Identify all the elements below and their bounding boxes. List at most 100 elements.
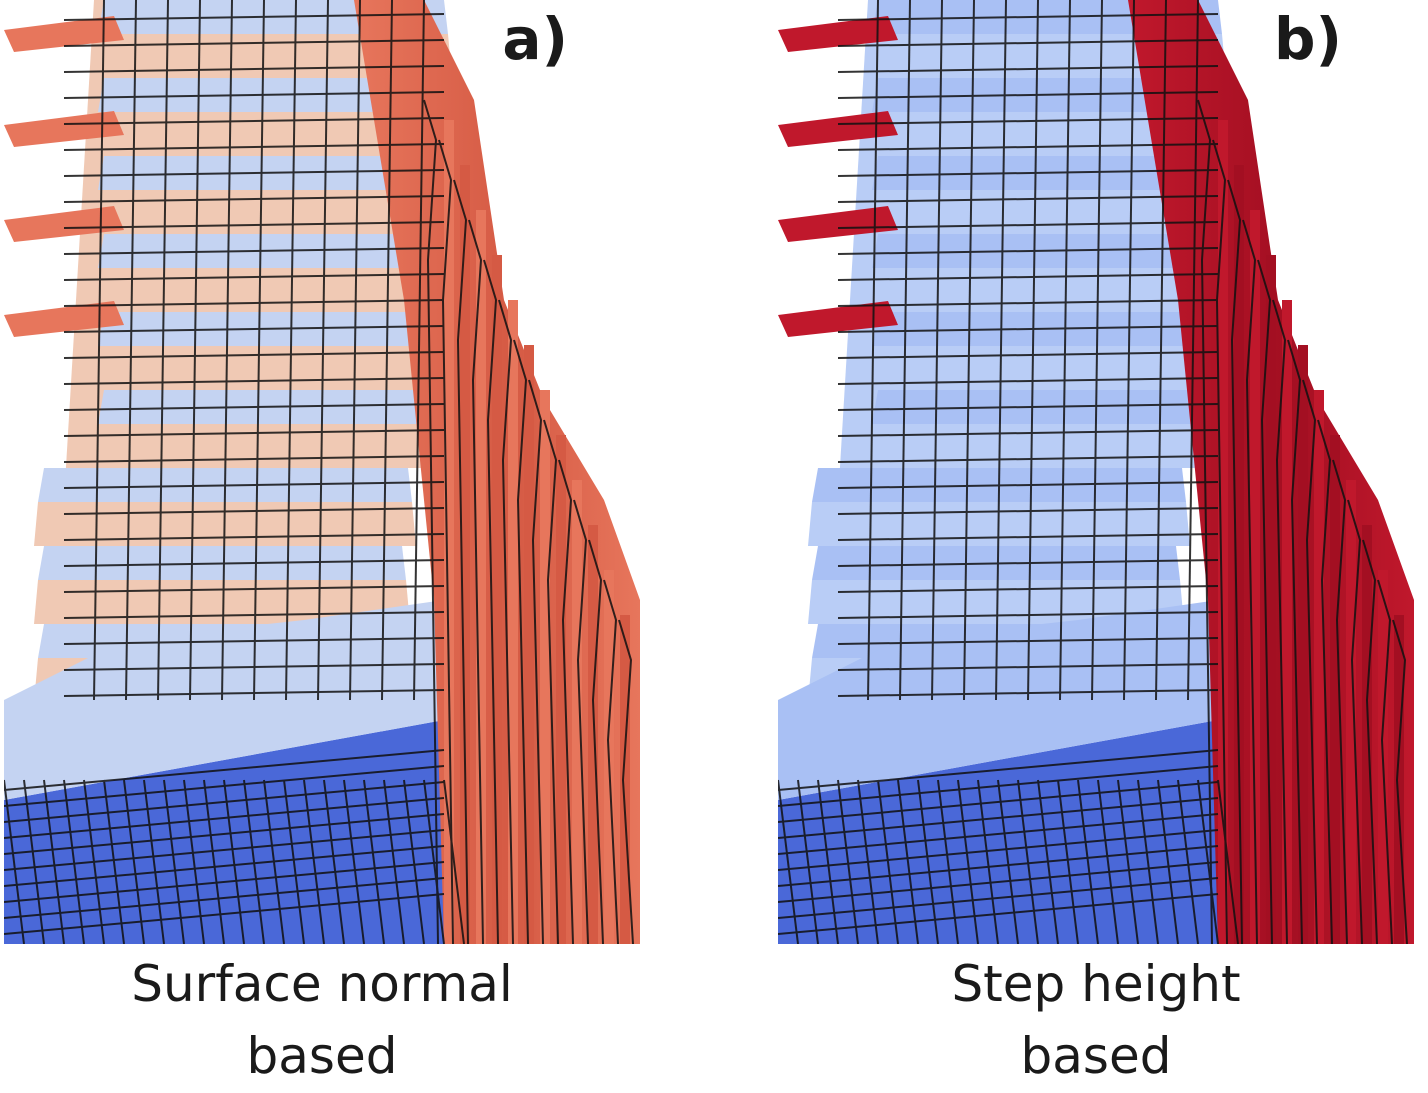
mesh-line-horizontal [63,507,445,515]
wall-slab [1266,255,1276,944]
wall-slab [1282,300,1292,944]
floor-mesh-vertical [837,779,859,944]
floor-mesh-vertical [1177,779,1199,944]
mesh-line-horizontal [837,169,1219,177]
floor-mesh-horizontal [4,893,445,935]
railing-bracket [778,301,898,337]
wall-mesh-line [1317,419,1333,944]
railing-bracket [4,111,124,147]
floor-mesh-vertical [797,779,819,944]
mesh-line-horizontal [837,39,1219,47]
wall-slab [492,255,502,944]
mesh-line-horizontal [837,247,1219,255]
surface-normal-render [4,0,640,944]
mesh-grid [4,0,634,944]
caption-b: Step height based [778,948,1414,1092]
mesh-line-horizontal [837,143,1219,151]
mesh-line-horizontal [837,195,1219,203]
panel-a: a) Surface normal based [4,0,640,1093]
mesh-line-horizontal [63,559,445,567]
floor-mesh-vertical [63,779,85,944]
floor-mesh-horizontal [778,765,1219,807]
mesh-line-horizontal [837,585,1219,593]
mesh-line-horizontal [63,455,445,463]
floor-mesh-horizontal [778,829,1219,871]
wall-mesh-line [483,259,499,944]
floor-mesh-vertical [443,779,465,944]
mesh-line-vertical [1187,0,1199,701]
wall-slab [1314,390,1324,944]
mesh-line-horizontal [837,221,1219,229]
mesh-line-vertical [995,0,1007,701]
railing-bracket [4,16,124,52]
mesh-line-horizontal [837,481,1219,489]
floor-mesh-vertical [1057,779,1079,944]
mesh-line-horizontal [63,585,445,593]
wall-slab [1250,210,1260,944]
mesh-line-vertical [1059,0,1071,701]
mesh-line-horizontal [63,663,445,671]
floor-mesh-horizontal [4,765,445,807]
floor-mesh-horizontal [778,813,1219,855]
mesh-line-horizontal [837,65,1219,73]
wall-slab [1362,525,1372,944]
mesh-line-horizontal [837,299,1219,307]
floor-mesh-horizontal [778,749,1219,791]
wall-mesh-line [438,139,454,944]
landing-surface [4,600,444,800]
wall-mesh-line [453,179,469,944]
wall-slab [460,165,470,944]
wall-mesh-line [603,579,619,944]
mesh-line-vertical [125,0,137,701]
floor-mesh-vertical [223,779,245,944]
mesh-line-vertical [931,0,943,701]
mesh-line-vertical [1155,0,1167,701]
mesh-line-vertical [349,0,361,701]
floor-mesh-vertical [1017,779,1039,944]
mesh-line-vertical [317,0,329,701]
railing-bracket [778,16,898,52]
mesh-line-horizontal [63,377,445,385]
mesh-line-vertical [867,0,879,701]
mesh-line-horizontal [63,611,445,619]
wall-mesh-line [1212,139,1228,944]
wall-slab [1330,435,1340,944]
floor-mesh-horizontal [778,877,1219,919]
wall-mesh-line [1362,539,1378,944]
wall-slab [476,210,486,944]
wall-mesh-line [618,619,634,944]
wall-mesh-line [1272,299,1288,944]
mesh-line-horizontal [63,247,445,255]
floor-mesh-vertical [123,779,145,944]
floor-mesh-vertical [23,779,45,944]
wall-mesh-line [1347,499,1363,944]
mesh-line-horizontal [63,91,445,99]
wall-slab [524,345,534,944]
wall-slab [556,435,566,944]
floor-mesh-vertical [323,779,345,944]
landing-surface [778,600,1218,800]
wall-mesh-line [588,539,604,944]
floor-mesh-horizontal [4,813,445,855]
mesh-line-horizontal [837,117,1219,125]
mesh-line-horizontal [837,325,1219,333]
floor-mesh-horizontal [4,829,445,871]
wall-mesh-line [1332,459,1348,944]
wall-slab [1394,615,1404,944]
panel-label-a: a) [502,5,568,73]
wall-mesh-line [558,459,574,944]
mesh-line-vertical [899,0,911,701]
floor-mesh-horizontal [4,797,445,839]
wall-mesh-line [423,99,439,944]
floor-mesh-vertical [403,779,425,944]
caption-b-line-1: Step height [951,955,1241,1013]
wall-slab [508,300,518,944]
floor-mesh-horizontal [778,797,1219,839]
floor-mesh-horizontal [4,845,445,887]
mesh-line-horizontal [837,559,1219,567]
mesh-line-horizontal [63,13,445,21]
panel-label-b: b) [1273,5,1342,73]
wall-slab [588,525,598,944]
floor-mesh-vertical [363,779,385,944]
mesh-line-horizontal [63,429,445,437]
